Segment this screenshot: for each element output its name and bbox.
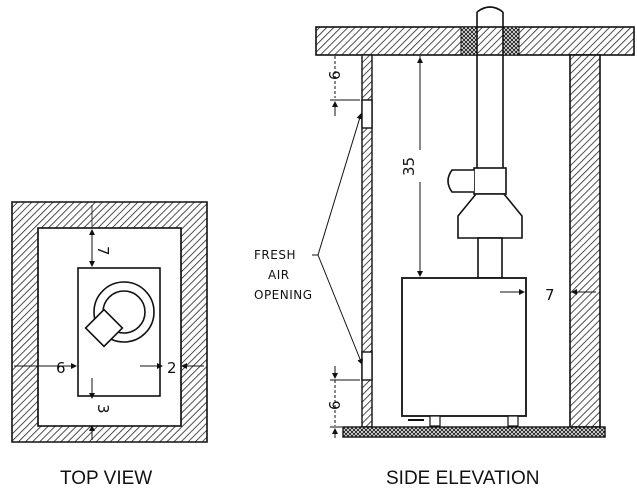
side-dim-bottom-6: 6	[326, 400, 344, 410]
heater-top-outline	[77, 267, 161, 397]
draft-hood-box	[84, 308, 124, 348]
fresh-air-label-line1: FRESH	[254, 248, 296, 262]
fresh-air-label-line2: AIR	[268, 268, 290, 282]
side-dim-35: 35	[400, 157, 418, 176]
side-dim-top-6: 6	[326, 70, 344, 80]
flue-pipe	[476, 12, 504, 170]
upper-air-opening	[361, 99, 373, 129]
draft-hood-port	[447, 169, 474, 193]
fresh-air-label-line3: OPENING	[254, 288, 313, 302]
top-view-dim-bottom: 3	[94, 404, 112, 414]
side-right-wall	[569, 54, 601, 428]
side-elevation-caption: SIDE ELEVATION	[386, 468, 539, 489]
top-view-dim-top: 7	[94, 246, 112, 256]
ceiling-firestop-right	[502, 26, 520, 56]
top-view-dim-right: 2	[167, 359, 177, 377]
lower-air-opening	[361, 351, 373, 381]
heater-body	[401, 277, 527, 417]
top-view-dim-left: 6	[56, 359, 66, 377]
side-floor	[342, 426, 606, 438]
top-view: 7 6 2 3 TOP VIEW	[11, 201, 208, 489]
ceiling-firestop-left	[460, 26, 478, 56]
draft-hood	[457, 193, 523, 239]
flue-pipe-top	[476, 6, 504, 13]
top-view-caption: TOP VIEW	[60, 468, 152, 489]
flue-outer-circle	[93, 281, 155, 343]
side-dim-7: 7	[545, 286, 555, 304]
side-elevation: 35 7 6 6 FRESH AIR OPENING SIDE ELEVATIO…	[254, 6, 635, 489]
